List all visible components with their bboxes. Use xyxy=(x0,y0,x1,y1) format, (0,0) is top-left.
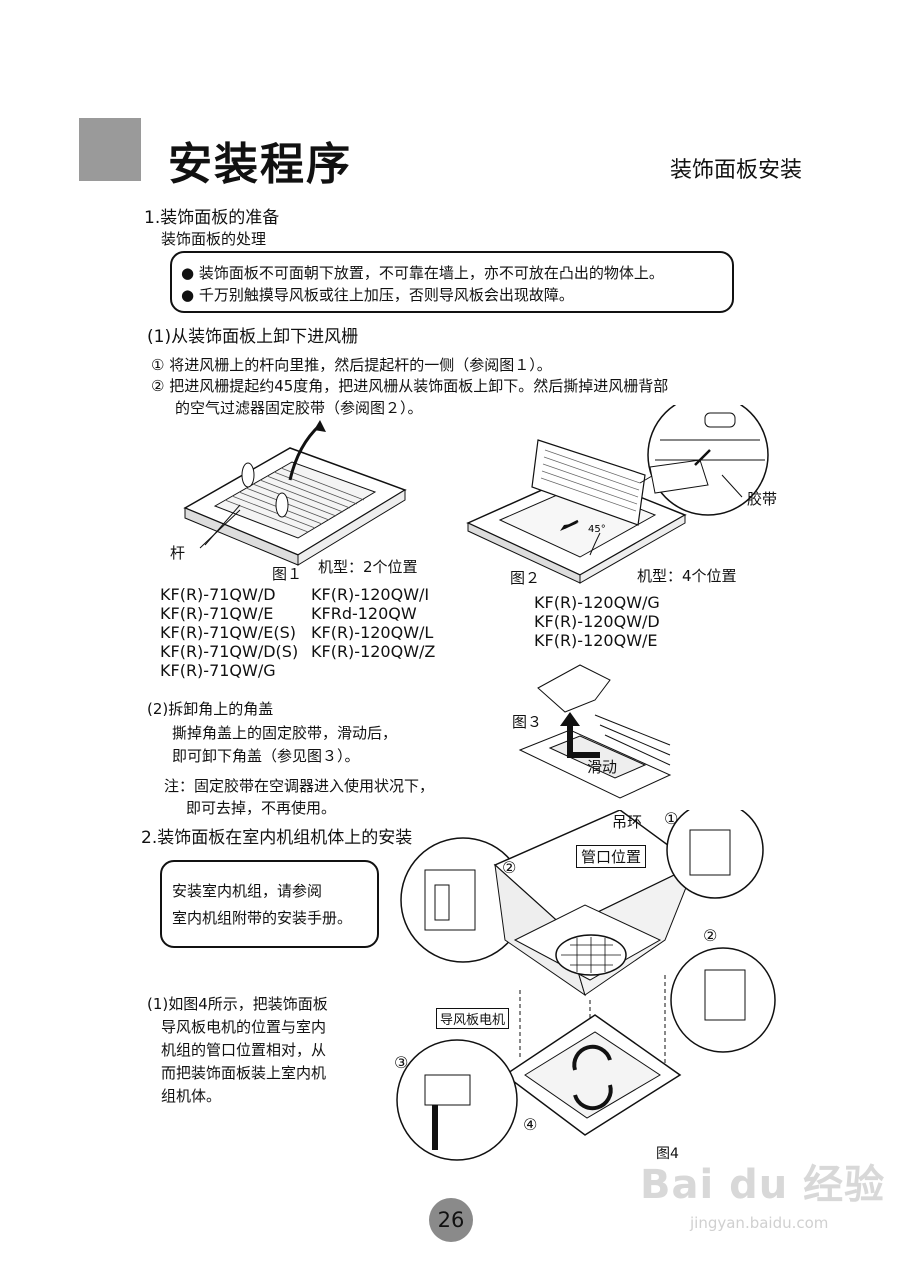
instruction-line: 导风板电机的位置与室内 xyxy=(161,1018,327,1036)
section2-heading: 2.装饰面板在室内机组机体上的安装 xyxy=(141,828,413,848)
fig1-models-col2: KF(R)-120QW/I KFRd-120QW KF(R)-120QW/L K… xyxy=(311,585,435,661)
model-item: KF(R)-120QW/D xyxy=(534,612,660,631)
instruction-line: (1)如图4所示，把装饰面板 xyxy=(147,995,328,1013)
model-item: KF(R)-120QW/Z xyxy=(311,642,436,661)
warning-box: ● 装饰面板不可面朝下放置，不可靠在墙上，亦不可放在凸出的物体上。 ● 千万别触… xyxy=(170,251,734,313)
fig4-marker-3: ③ xyxy=(394,1053,409,1072)
fig2-illustration: 45° xyxy=(466,405,769,584)
reference-box: 安装室内机组，请参阅 室内机组附带的安装手册。 xyxy=(160,860,379,948)
model-item: KF(R)-120QW/I xyxy=(311,585,430,604)
note-line: 即可去掉，不再使用。 xyxy=(186,799,337,817)
model-item: KF(R)-120QW/G xyxy=(534,593,660,612)
section1-subheading: 装饰面板的处理 xyxy=(161,230,267,248)
fig2-model-note: 机型：4个位置 xyxy=(637,567,737,585)
instruction-line: 机组的管口位置相对，从 xyxy=(161,1041,327,1059)
fig4-marker-2-left: ② xyxy=(502,858,517,877)
step1-item: ① 将进风栅上的杆向里推，然后提起杆的一侧（参阅图１）。 xyxy=(151,356,552,374)
fig3-slide-label: 滑动 xyxy=(587,758,618,776)
model-item: KFRd-120QW xyxy=(311,604,417,623)
fig4-pipe-label: 管口位置 xyxy=(576,845,647,868)
model-item: KF(R)-71QW/D xyxy=(160,585,276,604)
fig4-marker-4: ④ xyxy=(523,1115,538,1134)
fig3-illustration xyxy=(518,664,672,799)
fig4-label: 图4 xyxy=(656,1146,679,1162)
model-item: KF(R)-120QW/E xyxy=(534,631,658,650)
warning-line: ● 装饰面板不可面朝下放置，不可靠在墙上，亦不可放在凸出的物体上。 xyxy=(181,264,664,282)
fig1-lever-label: 杆 xyxy=(170,544,186,562)
model-item: KF(R)-71QW/G xyxy=(160,661,276,680)
instruction-line: 组机体。 xyxy=(161,1087,222,1105)
fig1-label: 图１ xyxy=(272,565,303,583)
model-item: KF(R)-120QW/L xyxy=(311,623,434,642)
page-number: 26 xyxy=(429,1198,473,1242)
step2-line: 撕掉角盖上的固定胶带，滑动后， xyxy=(172,724,398,742)
page-title: 安装程序 xyxy=(168,139,352,190)
fig1-illustration xyxy=(183,420,407,566)
note-line: 注：固定胶带在空调器进入使用状况下， xyxy=(164,777,435,795)
model-item: KF(R)-71QW/E xyxy=(160,604,274,623)
step2-heading: (2)拆卸角上的角盖 xyxy=(147,700,274,718)
watermark-url: jingyan.baidu.com xyxy=(690,1214,829,1232)
fig3-label: 图３ xyxy=(512,713,543,731)
fig2-tape-label: 胶带 xyxy=(747,490,778,508)
section1-heading: 1.装饰面板的准备 xyxy=(144,208,280,228)
step1-heading: (1)从装饰面板上卸下进风栅 xyxy=(147,327,359,347)
warning-line: ● 千万别触摸导风板或往上加压，否则导风板会出现故障。 xyxy=(181,286,574,304)
watermark-logo: Bai du 经验 xyxy=(640,1162,886,1208)
fig4-illustration xyxy=(396,810,776,1161)
instruction-line: 而把装饰面板装上室内机 xyxy=(161,1064,327,1082)
fig4-hook-label: 吊环 xyxy=(612,813,643,831)
model-item: KF(R)-71QW/D(S) xyxy=(160,642,299,661)
step1-item: 的空气过滤器固定胶带（参阅图２）。 xyxy=(175,399,423,417)
section-marker-block xyxy=(79,118,141,181)
step1-item: ② 把进风栅提起约45度角，把进风栅从装饰面板上卸下。然后撕掉进风栅背部 xyxy=(151,377,669,395)
fig4-motor-label: 导风板电机 xyxy=(436,1008,510,1029)
fig1-models-col1: KF(R)-71QW/D KF(R)-71QW/E KF(R)-71QW/E(S… xyxy=(160,585,298,680)
svg-text:45°: 45° xyxy=(588,524,606,535)
fig4-marker-1: ① xyxy=(664,809,679,828)
model-item: KF(R)-71QW/E(S) xyxy=(160,623,296,642)
fig4-marker-2-right: ② xyxy=(703,926,718,945)
page-subtitle: 装饰面板安装 xyxy=(670,158,803,183)
reference-line: 室内机组附带的安装手册。 xyxy=(172,909,353,927)
fig2-label: 图２ xyxy=(510,569,541,587)
fig2-models: KF(R)-120QW/G KF(R)-120QW/D KF(R)-120QW/… xyxy=(534,593,660,650)
reference-line: 安装室内机组，请参阅 xyxy=(172,882,323,900)
fig1-model-note: 机型：2个位置 xyxy=(318,558,418,576)
step2-line: 即可卸下角盖（参见图３）。 xyxy=(172,747,360,765)
